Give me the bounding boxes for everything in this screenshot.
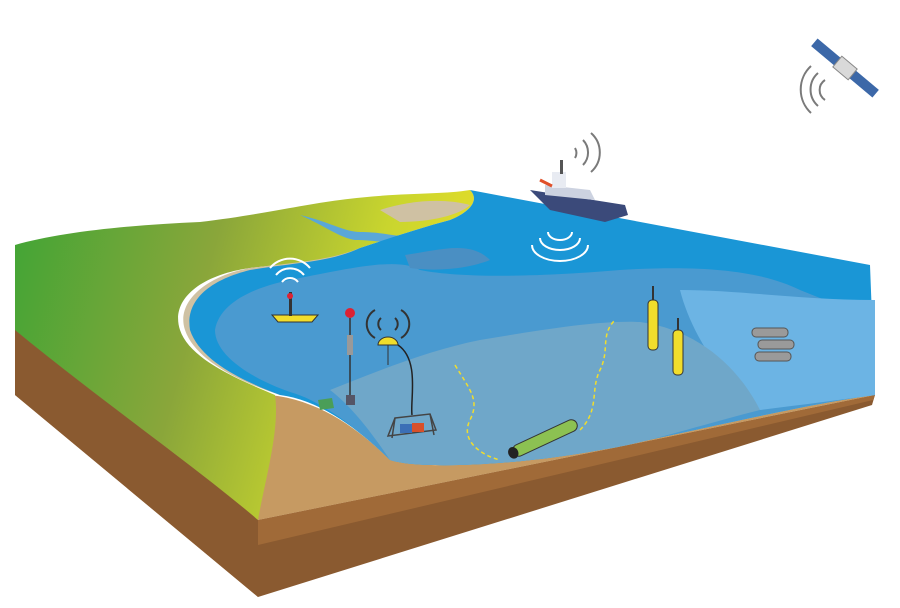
- land-surface: [15, 190, 474, 520]
- front-soil-face: [258, 395, 875, 597]
- glider-icon: [647, 286, 659, 351]
- drifting-instruments-icon: [751, 327, 795, 362]
- seafloor-lander-icon: [386, 413, 438, 439]
- glider-path: [454, 364, 501, 461]
- satellite-signal-icon: [799, 65, 826, 114]
- front-soil-light-layer: [258, 395, 875, 545]
- shallow-water: [330, 321, 760, 466]
- buoy-signal-icon: [269, 257, 311, 283]
- float-signal-icon: [365, 309, 411, 339]
- auv-path: [579, 319, 616, 431]
- seabed-sand: [253, 395, 876, 520]
- left-soil-dark-layer: [15, 330, 258, 597]
- profiling-float-icon: [377, 336, 414, 416]
- mooring-icon: [318, 308, 355, 410]
- auv-icon: [508, 419, 578, 459]
- sand-bar: [380, 200, 470, 222]
- research-vessel-icon: [530, 160, 628, 222]
- surface-buoy-icon: [270, 292, 320, 323]
- glider-icon: [672, 318, 684, 376]
- estuary-shallows: [405, 248, 490, 270]
- ship-signal-icon: [574, 132, 601, 173]
- sonar-signal-icon: [531, 231, 589, 262]
- satellite-icon: [811, 38, 879, 98]
